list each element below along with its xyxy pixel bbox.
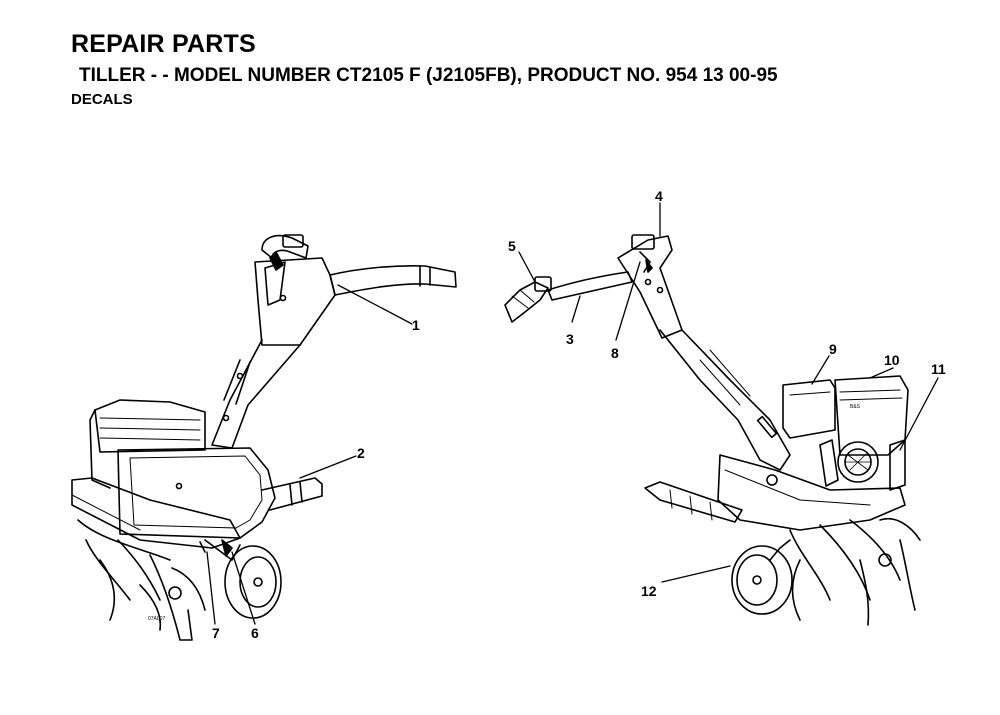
callout-6: 6 bbox=[251, 625, 259, 641]
callout-7: 7 bbox=[212, 625, 220, 641]
left-tiller-illustration bbox=[71, 234, 457, 641]
section-heading: DECALS bbox=[71, 91, 133, 108]
page-title: REPAIR PARTS bbox=[71, 30, 256, 58]
callout-9: 9 bbox=[829, 341, 837, 357]
engine-label: B&S bbox=[850, 404, 861, 410]
callout-10: 10 bbox=[884, 352, 900, 368]
left-view-code: 07AL07 bbox=[148, 616, 165, 622]
model-subtitle: TILLER - - MODEL NUMBER CT2105 F (J2105F… bbox=[79, 65, 778, 86]
callout-4: 4 bbox=[655, 188, 663, 204]
callout-8: 8 bbox=[611, 345, 619, 361]
callout-3: 3 bbox=[566, 331, 574, 347]
callout-12: 12 bbox=[641, 583, 657, 599]
callout-1: 1 bbox=[412, 317, 420, 333]
callout-5: 5 bbox=[508, 238, 516, 254]
callout-11: 11 bbox=[931, 361, 946, 377]
right-tiller-illustration bbox=[504, 202, 939, 626]
callout-2: 2 bbox=[357, 445, 365, 461]
